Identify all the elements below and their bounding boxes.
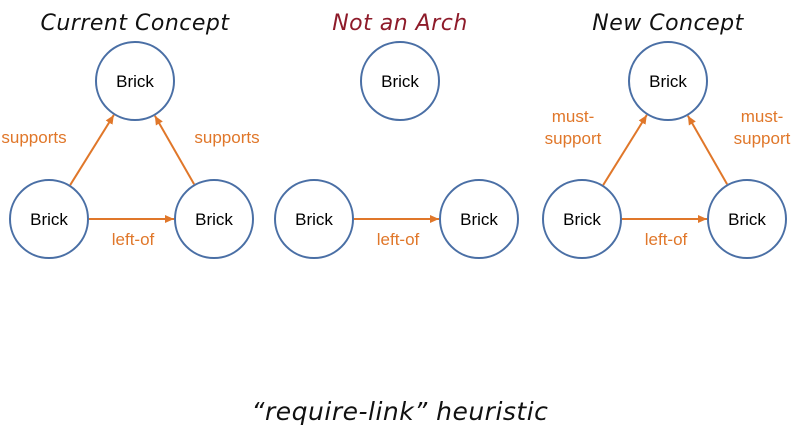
node-circle (542, 179, 622, 259)
node-label: Brick (295, 210, 333, 229)
panel-title: New Concept (592, 11, 744, 36)
brick-node-top: Brick (628, 41, 708, 121)
node-circle (174, 179, 254, 259)
panel-1: Current Concept supports supports left-of Br… (1, 11, 260, 259)
node-circle (628, 41, 708, 121)
brick-node-right: Brick (174, 179, 254, 259)
panel-title: Not an Arch (332, 11, 468, 36)
edge-label-left-to-right: left-of (645, 230, 688, 249)
brick-node-left: Brick (542, 179, 622, 259)
brick-node-left: Brick (274, 179, 354, 259)
edge-arrow-left-to-top (602, 114, 648, 186)
edge-arrow-left-to-top (69, 114, 115, 186)
edge-label-left-to-right: left-of (112, 230, 155, 249)
edge-label-left-to-top: must-support (545, 107, 602, 148)
node-label: Brick (116, 72, 154, 91)
brick-node-right: Brick (707, 179, 787, 259)
node-circle (360, 41, 440, 121)
brick-node-left: Brick (9, 179, 89, 259)
panel-title: Current Concept (41, 11, 231, 36)
node-circle (95, 41, 175, 121)
node-label: Brick (30, 210, 68, 229)
node-label: Brick (728, 210, 766, 229)
node-circle (439, 179, 519, 259)
edge-arrow-right-to-top (687, 115, 728, 185)
edge-label-right-to-top: must-support (734, 107, 791, 148)
caption: “require-link” heuristic (252, 397, 549, 426)
node-label: Brick (460, 210, 498, 229)
node-label: Brick (649, 72, 687, 91)
edge-label-left-to-right: left-of (377, 230, 420, 249)
edge-arrow-right-to-top (154, 115, 195, 185)
node-circle (707, 179, 787, 259)
edge-label-left-to-top: supports (1, 128, 66, 147)
edge-label-right-to-top: supports (194, 128, 259, 147)
node-circle (9, 179, 89, 259)
brick-node-top: Brick (95, 41, 175, 121)
brick-node-top: Brick (360, 41, 440, 121)
node-label: Brick (563, 210, 601, 229)
node-label: Brick (195, 210, 233, 229)
panel-3: New Concept must-support must-support left-… (542, 11, 791, 259)
node-label: Brick (381, 72, 419, 91)
brick-node-right: Brick (439, 179, 519, 259)
diagram-root: Current Concept supports supports left-of Br… (1, 11, 791, 259)
node-circle (274, 179, 354, 259)
